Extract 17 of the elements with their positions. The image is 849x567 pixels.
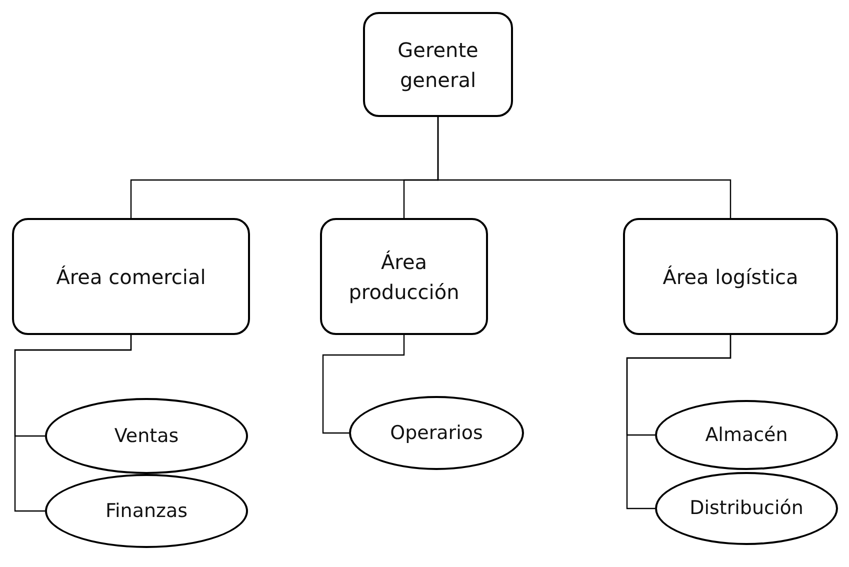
rounded-box [623,218,838,335]
node-label: Ventas [114,424,179,449]
rounded-box [320,218,488,335]
node-label: Finanzas [105,498,188,524]
node-label: Distribución [690,496,804,522]
connector-line [322,335,405,434]
node-label: Gerente general [396,36,480,94]
node-label: Área comercial [56,264,206,290]
rounded-box [12,218,250,335]
node-label: Almacén [705,422,788,448]
connector-line [626,335,732,510]
node-label: Área logística [662,264,798,290]
connector-line [14,335,132,512]
node-label: Área producción [348,248,460,306]
connector-line [437,117,732,218]
rounded-box [363,12,513,117]
node-label: Operarios [390,420,483,446]
